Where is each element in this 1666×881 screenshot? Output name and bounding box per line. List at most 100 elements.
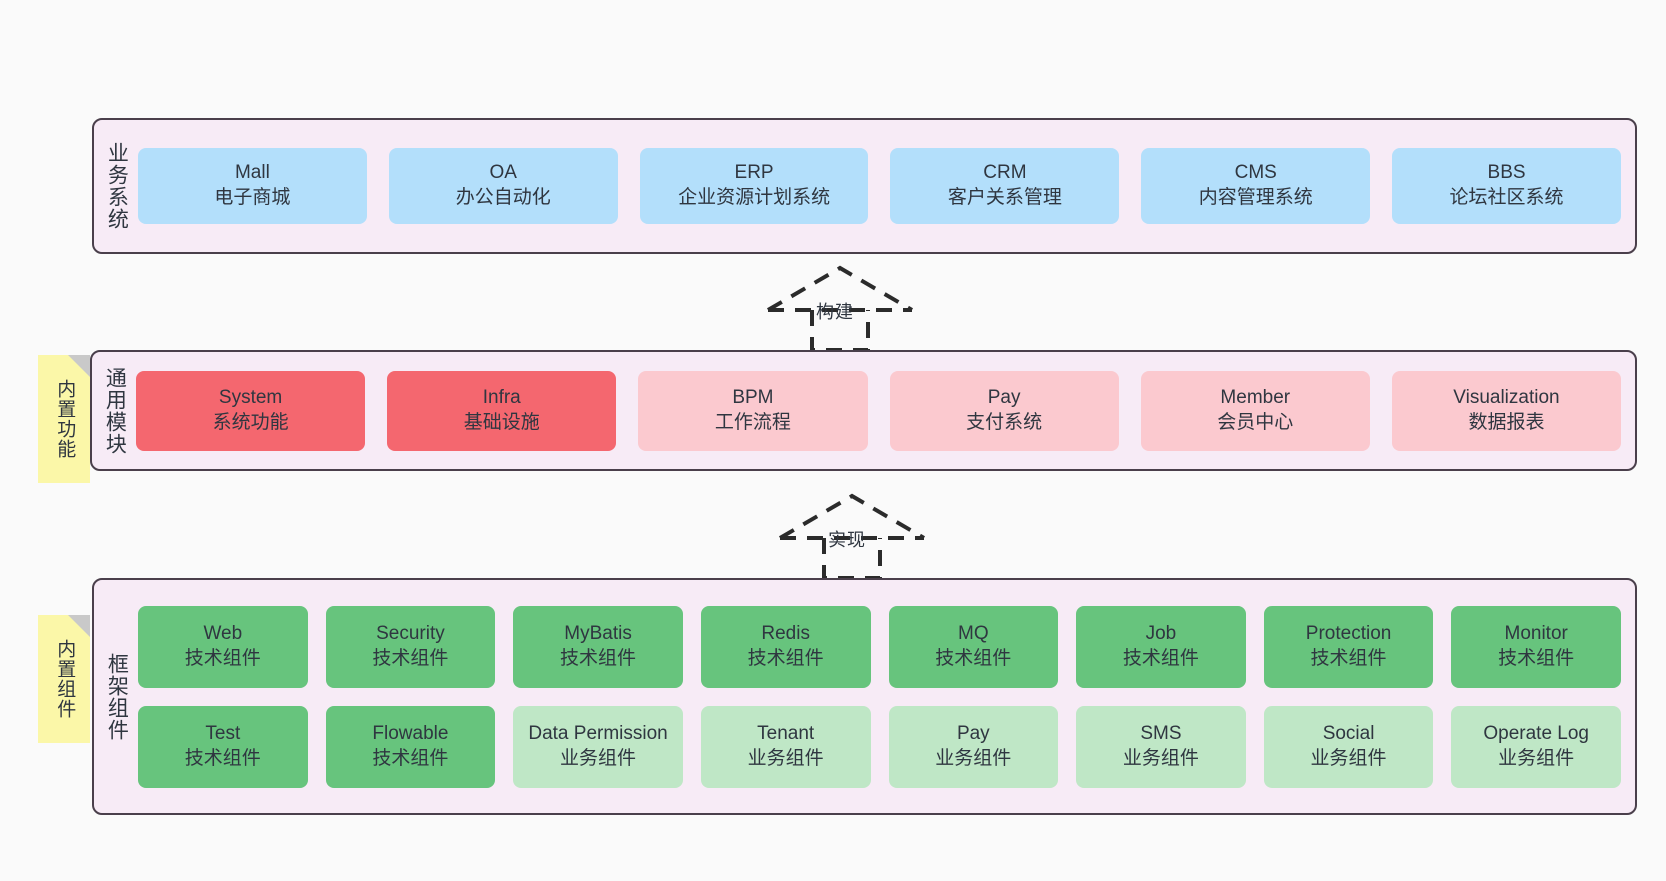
node-subtitle: 技术组件 <box>560 647 637 669</box>
node-erp[interactable]: ERP 企业资源计划系统 <box>639 148 869 224</box>
node-mall[interactable]: Mall 电子商城 <box>138 148 367 224</box>
node-title: Mall <box>234 162 270 184</box>
node-subtitle: 业务组件 <box>1498 747 1575 769</box>
node-subtitle: 业务组件 <box>1122 747 1199 769</box>
layer-title-module: 通用模块 <box>103 366 127 455</box>
node-title: Data Permission <box>528 722 668 744</box>
node-title: Member <box>1220 386 1291 408</box>
note-fold-corner-icon <box>68 355 90 377</box>
layer-row: Web 技术组件 Security 技术组件 MyBatis 技术组件 Redi… <box>138 605 1621 688</box>
layer-title-business: 业务系统 <box>105 142 129 230</box>
node-title: Social <box>1322 722 1375 744</box>
node-tenant[interactable]: Tenant 业务组件 <box>700 705 871 788</box>
node-title: MyBatis <box>564 622 632 644</box>
layer-row: Test 技术组件 Flowable 技术组件 Data Permission … <box>138 705 1621 788</box>
node-title: MQ <box>958 622 989 644</box>
note-builtin-component: 内置组件 <box>38 615 90 743</box>
node-subtitle: 基础设施 <box>463 411 540 433</box>
node-title: Monitor <box>1504 622 1568 644</box>
node-infra[interactable]: Infra 基础设施 <box>387 370 617 451</box>
node-title: Pay <box>956 722 990 744</box>
layer-body-framework: Web 技术组件 Security 技术组件 MyBatis 技术组件 Redi… <box>138 580 1635 813</box>
node-data-permission[interactable]: Data Permission 业务组件 <box>513 705 683 788</box>
node-subtitle: 内容管理系统 <box>1198 187 1313 208</box>
node-title: Web <box>203 622 243 644</box>
node-title: Flowable <box>372 722 449 744</box>
connector-implement: 实现 <box>772 490 932 580</box>
node-title: CMS <box>1234 162 1277 184</box>
node-pay-module[interactable]: Pay 支付系统 <box>889 370 1119 451</box>
node-title: BPM <box>732 386 774 408</box>
node-title: Security <box>376 622 445 644</box>
node-title: Visualization <box>1453 386 1560 408</box>
node-title: Operate Log <box>1483 722 1589 744</box>
node-title: Test <box>205 722 241 744</box>
node-title: Pay <box>987 386 1021 408</box>
node-bpm[interactable]: BPM 工作流程 <box>638 370 868 451</box>
layer-panel-business: 业务系统 Mall 电子商城 OA 办公自动化 ERP 企业资源计划系统 CRM… <box>92 118 1637 254</box>
node-subtitle: 技术组件 <box>184 747 261 769</box>
node-title: Tenant <box>757 722 815 744</box>
node-oa[interactable]: OA 办公自动化 <box>388 148 618 224</box>
node-subtitle: 办公自动化 <box>455 187 551 208</box>
node-subtitle: 技术组件 <box>1310 647 1387 669</box>
node-social[interactable]: Social 业务组件 <box>1263 705 1434 788</box>
node-member[interactable]: Member 会员中心 <box>1140 370 1370 451</box>
node-title: Infra <box>482 386 521 408</box>
node-cms[interactable]: CMS 内容管理系统 <box>1141 148 1371 224</box>
node-subtitle: 论坛社区系统 <box>1449 187 1564 208</box>
node-subtitle: 业务组件 <box>560 747 637 769</box>
note-label: 内置组件 <box>54 639 76 719</box>
connector-build-label: 构建 <box>816 302 854 322</box>
node-title: SMS <box>1140 722 1182 744</box>
node-subtitle: 工作流程 <box>714 411 791 433</box>
node-job[interactable]: Job 技术组件 <box>1076 605 1246 688</box>
node-flowable[interactable]: Flowable 技术组件 <box>325 705 496 788</box>
node-web[interactable]: Web 技术组件 <box>138 605 308 688</box>
node-system[interactable]: System 系统功能 <box>136 370 366 451</box>
node-mq[interactable]: MQ 技术组件 <box>888 605 1059 688</box>
connector-implement-label: 实现 <box>828 530 866 550</box>
node-subtitle: 会员中心 <box>1217 411 1294 433</box>
node-title: System <box>218 386 283 408</box>
node-title: Redis <box>761 622 810 644</box>
node-subtitle: 数据报表 <box>1468 411 1545 433</box>
node-subtitle: 技术组件 <box>1122 647 1199 669</box>
connector-build: 构建 <box>760 262 920 352</box>
node-bbs[interactable]: BBS 论坛社区系统 <box>1392 148 1621 224</box>
node-title: OA <box>489 162 517 184</box>
node-subtitle: 技术组件 <box>184 647 261 669</box>
node-subtitle: 技术组件 <box>1498 647 1575 669</box>
node-title: Protection <box>1305 622 1392 644</box>
layer-panel-module: 通用模块 System 系统功能 Infra 基础设施 BPM 工作流程 Pay… <box>90 350 1637 471</box>
node-redis[interactable]: Redis 技术组件 <box>700 605 871 688</box>
node-subtitle: 业务组件 <box>747 747 824 769</box>
note-builtin-function: 内置功能 <box>38 355 90 483</box>
node-subtitle: 企业资源计划系统 <box>678 187 831 208</box>
layer-row: Mall 电子商城 OA 办公自动化 ERP 企业资源计划系统 CRM 客户关系… <box>138 148 1621 224</box>
node-operate-log[interactable]: Operate Log 业务组件 <box>1451 705 1621 788</box>
layer-body-business: Mall 电子商城 OA 办公自动化 ERP 企业资源计划系统 CRM 客户关系… <box>138 120 1635 252</box>
node-title: CRM <box>983 162 1027 184</box>
node-protection[interactable]: Protection 技术组件 <box>1263 605 1434 688</box>
note-fold-corner-icon <box>68 615 90 637</box>
layer-panel-framework: 框架组件 Web 技术组件 Security 技术组件 MyBatis 技术组件… <box>92 578 1637 815</box>
layer-title-framework: 框架组件 <box>105 652 129 741</box>
node-mybatis[interactable]: MyBatis 技术组件 <box>513 605 683 688</box>
node-crm[interactable]: CRM 客户关系管理 <box>890 148 1120 224</box>
note-label: 内置功能 <box>54 379 76 459</box>
node-title: BBS <box>1487 162 1526 184</box>
node-monitor[interactable]: Monitor 技术组件 <box>1451 605 1621 688</box>
node-test[interactable]: Test 技术组件 <box>138 705 308 788</box>
node-security[interactable]: Security 技术组件 <box>325 605 496 688</box>
node-subtitle: 技术组件 <box>935 647 1012 669</box>
node-visualization[interactable]: Visualization 数据报表 <box>1391 370 1622 451</box>
node-title: Job <box>1145 622 1177 644</box>
node-sms[interactable]: SMS 业务组件 <box>1076 705 1246 788</box>
node-subtitle: 支付系统 <box>966 411 1043 433</box>
node-subtitle: 业务组件 <box>935 747 1012 769</box>
node-pay-component[interactable]: Pay 业务组件 <box>888 705 1059 788</box>
node-subtitle: 系统功能 <box>212 411 289 433</box>
node-title: ERP <box>734 162 774 184</box>
